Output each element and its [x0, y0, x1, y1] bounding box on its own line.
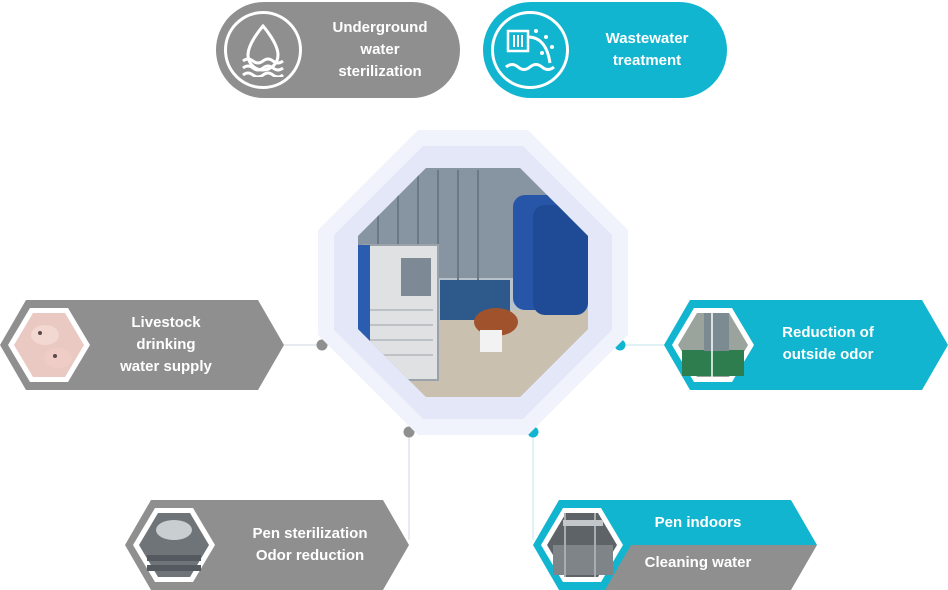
- pen-indoors-label: Pen indoors: [654, 514, 742, 531]
- central-octagon: [318, 130, 628, 435]
- pen-cleaning-photo: [547, 513, 617, 577]
- label-line: Livestock: [131, 314, 201, 331]
- wastewater-card: Wastewater treatment: [483, 2, 727, 98]
- pen-sterilization-card: Pen sterilization Odor reduction: [125, 500, 409, 590]
- livestock-label: Livestock drinking water supply: [100, 312, 232, 378]
- dot-left: [316, 339, 328, 351]
- underground-water-card: Underground water sterilization: [216, 2, 460, 98]
- cleaning-water-label: Cleaning water: [644, 554, 752, 571]
- pen-cleaning-card: Pen indoors Cleaning water: [533, 500, 817, 590]
- water-drop-icon: [224, 11, 302, 89]
- label-line: Reduction of: [782, 324, 874, 341]
- outside-odor-label: Reduction of outside odor: [762, 322, 894, 366]
- label-line: drinking: [136, 336, 196, 353]
- label-line: treatment: [612, 52, 682, 69]
- pen-interior-photo: [139, 513, 209, 577]
- label-line: outside odor: [782, 346, 874, 363]
- label-line: water: [360, 41, 400, 58]
- label-line: Underground: [332, 19, 428, 36]
- wastewater-label: Wastewater treatment: [578, 28, 716, 72]
- label-line: water supply: [120, 358, 212, 375]
- dot-bottom-left: [403, 426, 415, 438]
- label-line: Pen sterilization: [252, 525, 368, 542]
- label-line: Wastewater: [605, 30, 689, 47]
- label-line: Odor reduction: [255, 547, 365, 564]
- wastewater-outflow-icon: [491, 11, 569, 89]
- outdoor-photo: [678, 313, 748, 377]
- outside-odor-card: Reduction of outside odor: [664, 300, 948, 390]
- underground-water-label: Underground water sterilization: [311, 17, 449, 83]
- equipment-photo: [358, 168, 588, 397]
- pen-sterilization-label: Pen sterilization Odor reduction: [225, 523, 395, 567]
- pigs-photo: [14, 313, 84, 377]
- livestock-card: Livestock drinking water supply: [0, 300, 284, 390]
- label-line: sterilization: [338, 63, 422, 80]
